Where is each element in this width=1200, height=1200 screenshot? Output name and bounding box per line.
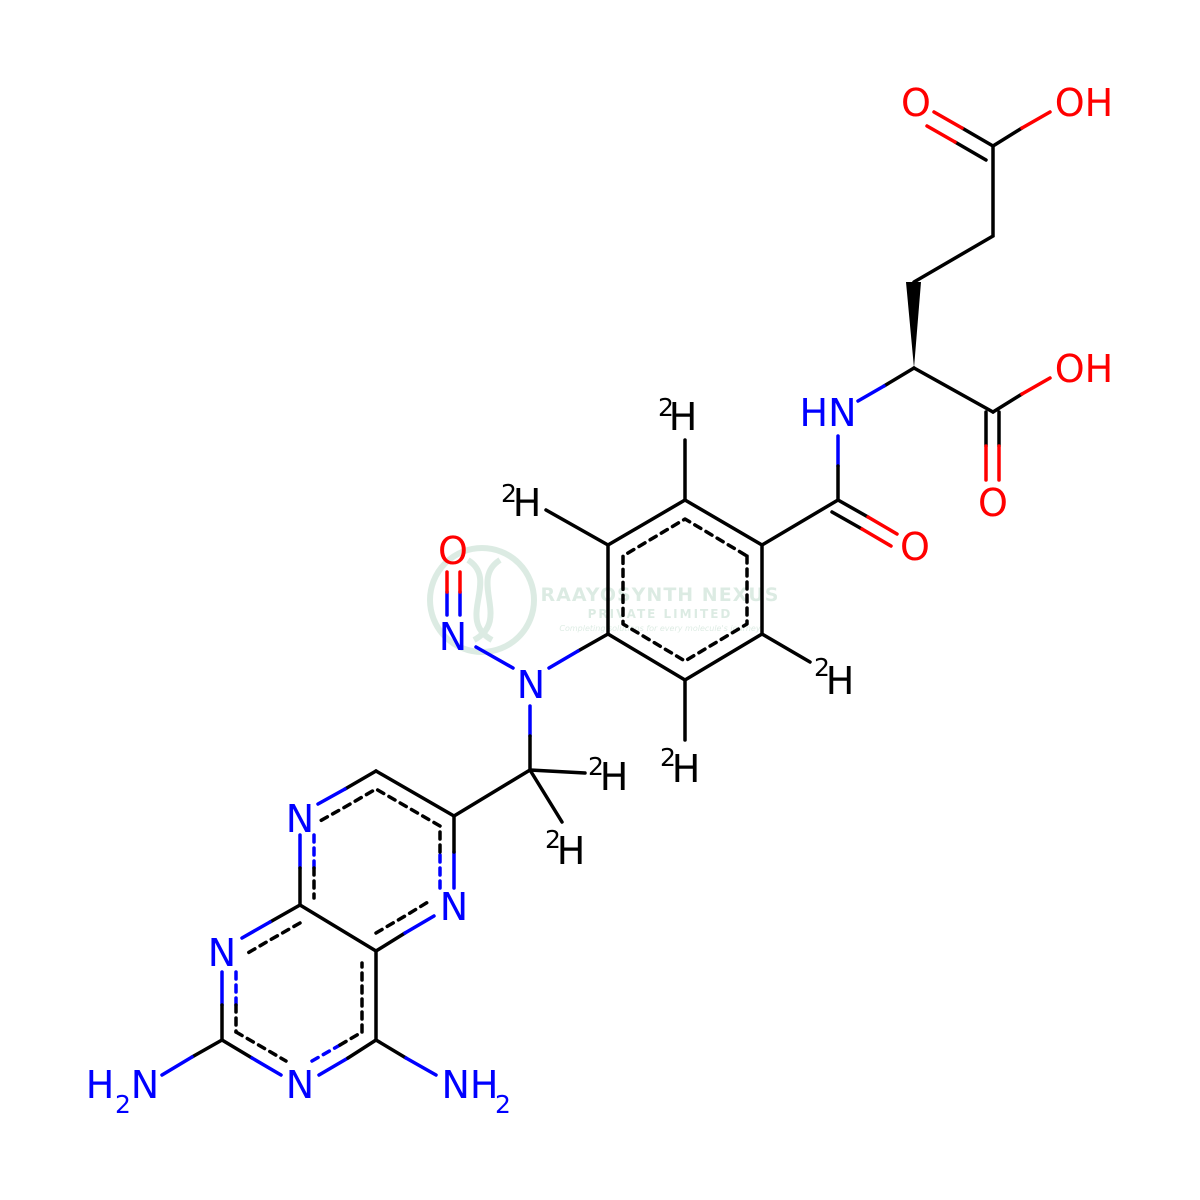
- bond-layer: [160, 110, 1052, 1077]
- atom-n-pteridine-left: N: [208, 931, 236, 975]
- atom-o-amide: O: [900, 525, 930, 569]
- stereo-wedge: [906, 282, 921, 368]
- atom-nh2-left-h: H: [86, 1063, 115, 1107]
- atom-n-pteridine-bottom: N: [286, 1063, 314, 1107]
- bond-co-top-o: [932, 110, 964, 130]
- atom-n-amine: N: [517, 663, 545, 707]
- isotope-mass: 2: [814, 653, 830, 682]
- benzene-aromatic-inner: [621, 517, 749, 663]
- isotope-mass: 2: [660, 743, 676, 772]
- isotope-mass: 2: [588, 752, 604, 781]
- bond-co-top-c: [960, 126, 995, 148]
- watermark-title: RAAYOSYNTH NEXUS: [541, 584, 780, 606]
- atom-nh2-left-n: N: [131, 1063, 159, 1107]
- isotope-mass: 2: [545, 825, 561, 854]
- atom-d-ring-bottom: H: [672, 747, 701, 791]
- atom-d-ring-top: H: [669, 395, 698, 439]
- atom-oh-acid-top: OH: [1055, 81, 1113, 125]
- watermark-tagline: Completing solutions for every molecule'…: [559, 624, 760, 633]
- atom-d-ring-right: H: [826, 659, 855, 703]
- amine-subscript: 2: [495, 1090, 511, 1119]
- atom-nh2-right: NH: [442, 1063, 499, 1107]
- atom-nh-amide: HN: [800, 391, 857, 435]
- atom-o-nitroso: O: [438, 529, 468, 573]
- atom-d-ring-left: H: [513, 481, 542, 525]
- atom-n-pteridine-right: N: [440, 885, 468, 929]
- atom-d-ch2-a: H: [600, 755, 629, 799]
- atom-oh-acid-alpha: OH: [1055, 347, 1113, 391]
- atom-n-pteridine-top: N: [286, 797, 314, 841]
- atom-labels: O OH OH O HN O 2 H 2 H 2 H 2 H O N N 2 H…: [86, 81, 1114, 1119]
- atom-d-ch2-b: H: [557, 829, 586, 873]
- isotope-mass: 2: [658, 393, 674, 422]
- bond-side-chain: [912, 144, 995, 284]
- amine-subscript: 2: [115, 1090, 131, 1119]
- isotope-mass: 2: [501, 479, 517, 508]
- atom-o-acid-top: O: [901, 81, 931, 125]
- atom-o-acid-alpha: O: [978, 481, 1008, 525]
- atom-n-nitroso: N: [439, 615, 467, 659]
